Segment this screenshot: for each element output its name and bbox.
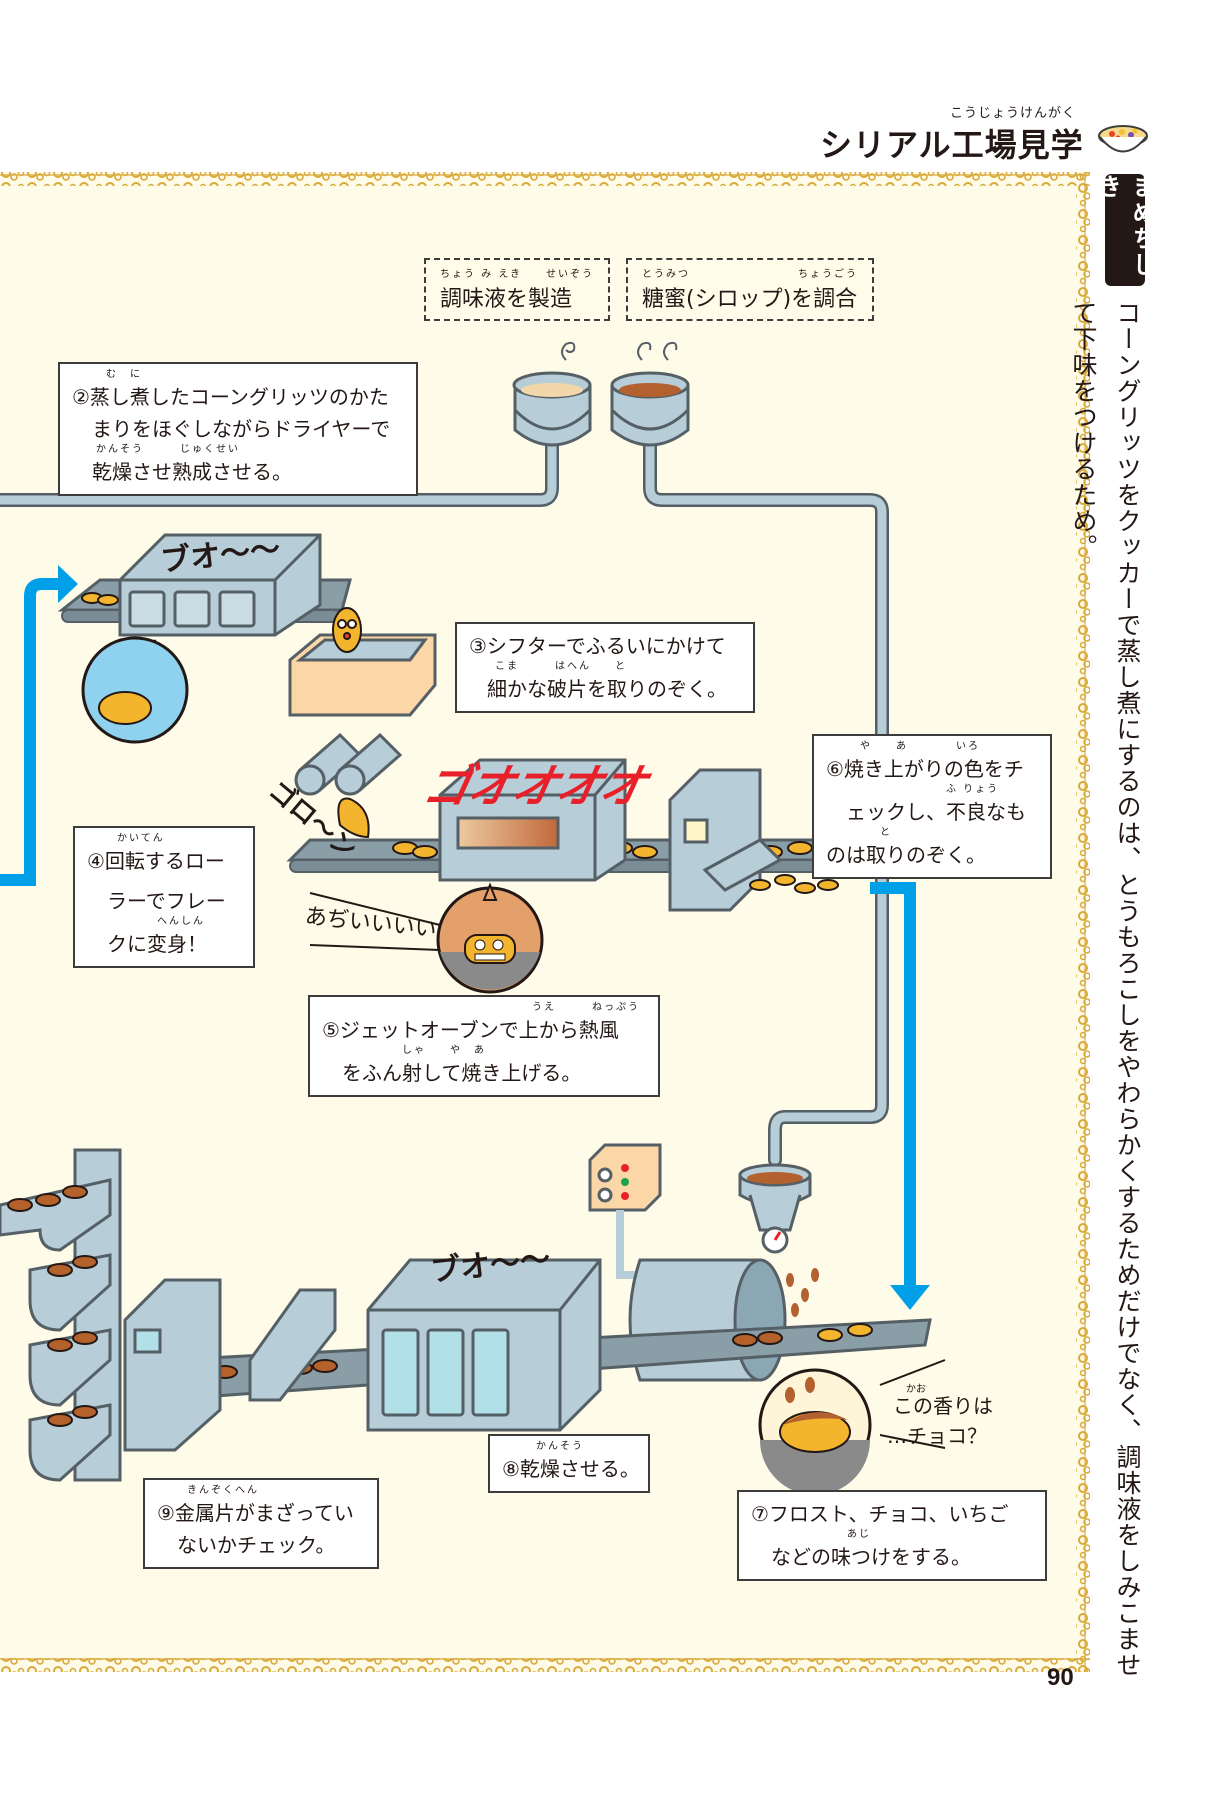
syrup-label-text: 糖蜜(シロップ)を調合 — [642, 287, 858, 312]
drips — [786, 1268, 819, 1317]
color-checker-machine — [668, 768, 783, 912]
step-9-note: きんぞくへん ⑨金属片がまざってい ないかチェック。 — [143, 1478, 379, 1569]
hot-character-bubble — [436, 882, 544, 994]
arrow-head-left — [58, 565, 78, 603]
rollers — [294, 732, 403, 796]
smell-speech-ruby: かお — [906, 1384, 926, 1395]
step-2-note: む に ②蒸し煮したコーングリッツのかた まりをほぐしながらドライヤーで かんそ… — [58, 362, 418, 496]
steam-icon — [561, 341, 678, 361]
control-box — [588, 1143, 662, 1279]
metal-detector — [123, 1278, 337, 1452]
flake-character — [332, 607, 362, 653]
jet-oven — [438, 758, 627, 882]
page-title-ruby: こうじょうけんがく — [950, 106, 1077, 121]
flake-character-roller — [337, 797, 370, 839]
seasoning-label: ちょう み えき せいぞう 調味液を製造 — [424, 258, 611, 321]
smell-speech-line2: …チョコ？ — [887, 1424, 987, 1448]
bottom-dryer — [366, 1258, 602, 1432]
smell-speech-line1: この香りは — [893, 1394, 993, 1418]
step-8-note: かんそう ⑧乾燥させる。 — [488, 1434, 650, 1493]
seasoning-label-text: 調味液を製造 — [440, 287, 573, 312]
page-number: 90 — [1047, 1664, 1074, 1691]
lace-border-bottom — [0, 1658, 1090, 1672]
arrow-head-right — [890, 1285, 930, 1310]
page-title: シリアル工場見学 — [820, 126, 1084, 164]
cereal-bowl-icon — [1098, 125, 1148, 153]
step-4-note: かいてん ④回転するロー ラーでフレー へんしん クに変身！ — [73, 826, 255, 968]
flow-arrow-right — [870, 882, 916, 1285]
flow-arrow-left — [0, 578, 58, 886]
packaged-flakes — [7, 1185, 98, 1427]
choco-character-bubble — [758, 1368, 872, 1495]
flakes-after-checker — [749, 874, 839, 894]
dryer-machine — [118, 533, 322, 637]
seasoning-tank — [512, 371, 592, 447]
lace-border-top — [0, 172, 1090, 186]
step-7-note: ⑦フロスト、チョコ、いちご あじ などの味つけをする。 — [737, 1490, 1047, 1581]
oven-sound: ゴオオオオ — [418, 759, 651, 813]
lace-border-right — [1076, 172, 1090, 1672]
syrup-label: とうみつ ちょうごう 糖蜜(シロップ)を調合 — [626, 258, 874, 321]
dryer-character-bubble — [81, 636, 189, 744]
sifter — [288, 633, 437, 717]
syrup-tank — [610, 371, 690, 447]
trivia-text: コーングリッツをクッカーで蒸し煮にするのは、とうもろこしをやわらかくするためだけ… — [1069, 300, 1142, 1678]
step-6-note: や あ いろ ⑥焼き上がりの色をチ ふ りょう ェックし、不良なも と のは取り… — [812, 734, 1052, 879]
step-3-note: ③シフターでふるいにかけて こま はへん と 細かな破片を取りのぞく。 — [455, 622, 755, 713]
trivia-badge: まめちしき — [1093, 174, 1156, 286]
flavor-hopper — [738, 1163, 812, 1254]
step-5-note: うえ ねっぷう ⑤ジェットオーブンで上から熱風 しゃ や あ をふん射して焼き上… — [308, 995, 660, 1097]
